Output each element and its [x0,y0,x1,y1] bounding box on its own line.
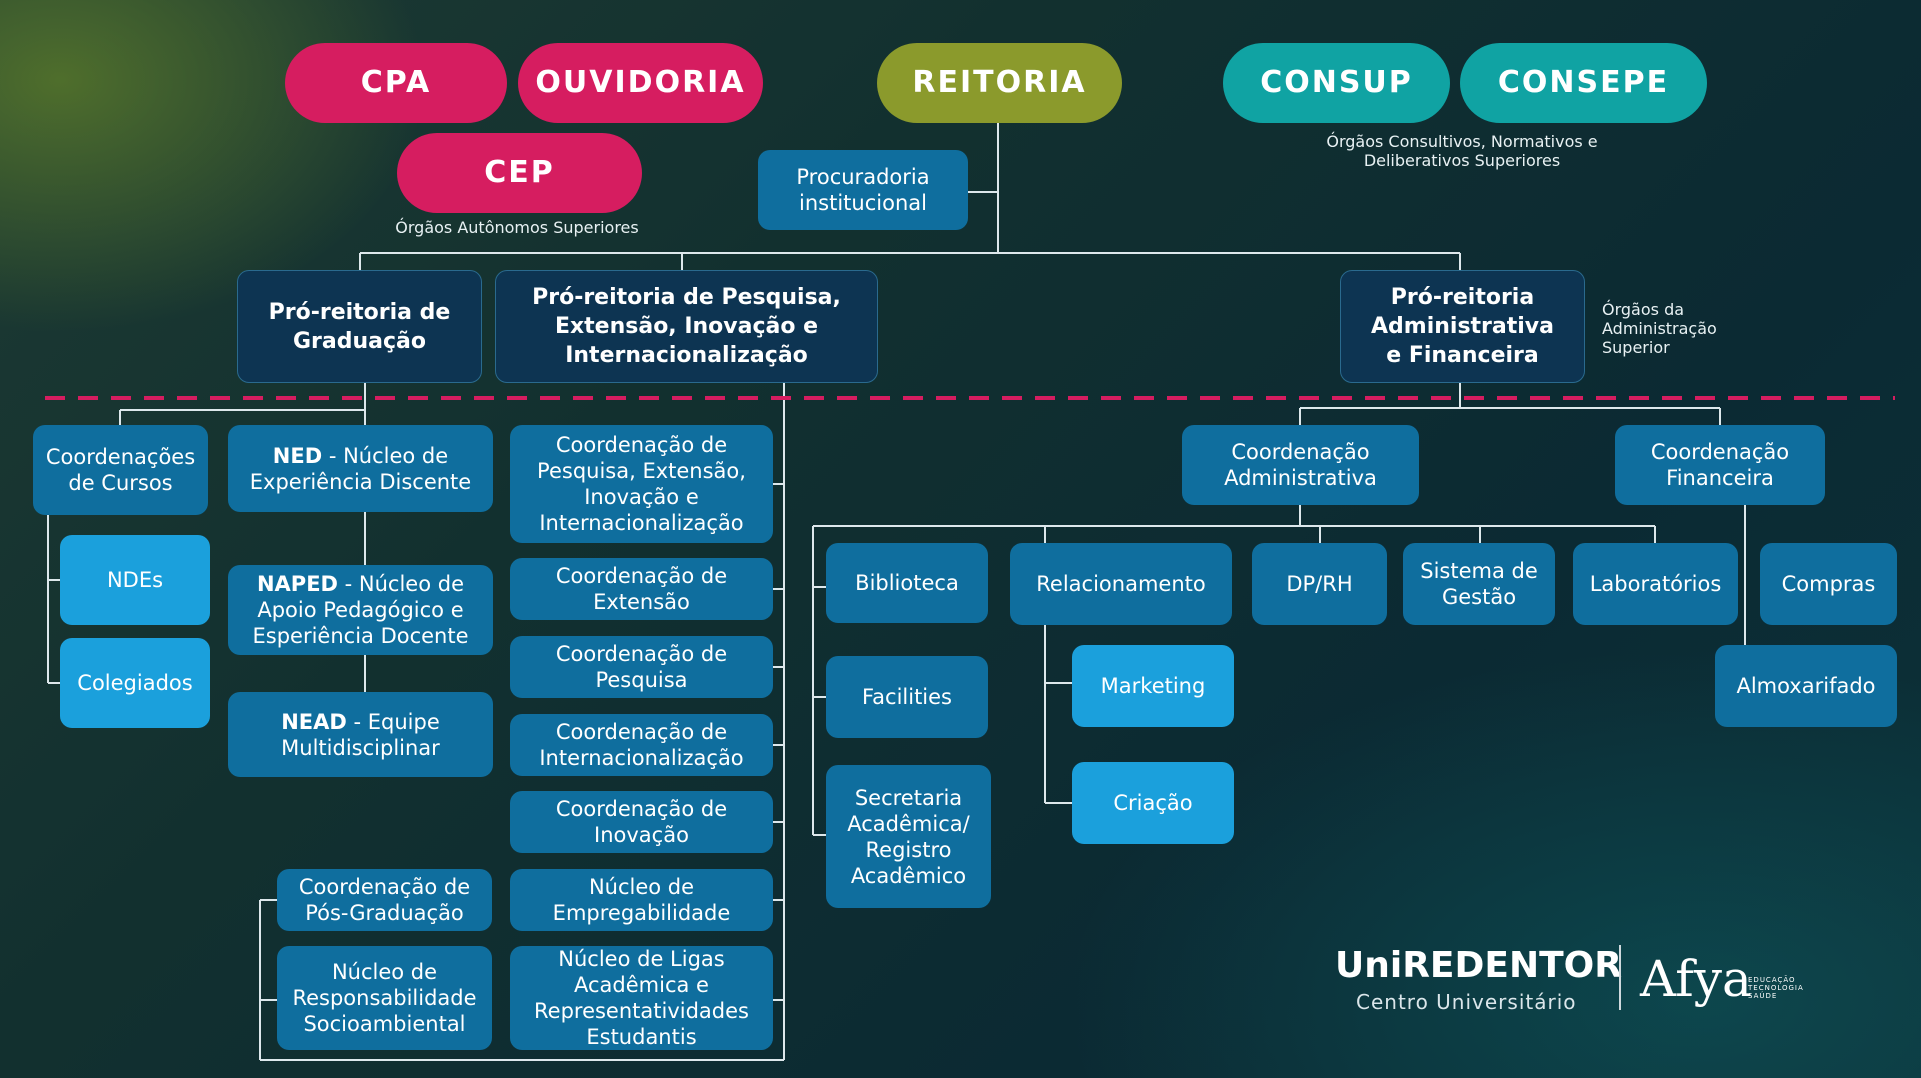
secretaria-box: Secretaria Acadêmica/ Registro Acadêmico [826,765,991,908]
proreitoria-pesquisa-box: Pró-reitoria de Pesquisa, Extensão, Inov… [495,270,878,383]
consepe-label: CONSEPE [1497,65,1670,100]
nead-description: - Equipe Multidisciplinar [281,709,440,760]
nucleo-empregabilidade-label: Núcleo de Empregabilidade [552,875,731,925]
nucleo-responsabilidade-label: Núcleo de Responsabilidade Socioambienta… [292,960,477,1036]
compras-box: Compras [1760,543,1897,625]
ned-abbr: NED [272,443,323,468]
uniredentor-subtitle: Centro Universitário [1356,990,1577,1014]
ouvidoria-box: OUVIDORIA [518,43,763,123]
coord-inovacao-box: Coordenação de Inovação [510,791,773,853]
proreitoria-administrativa-box: Pró-reitoria Administrativa e Financeira [1340,270,1585,383]
logo-separator [1619,945,1621,1010]
colegiados-box: Colegiados [60,638,210,728]
laboratorios-label: Laboratórios [1589,572,1722,596]
ned-box: NED - Núcleo de Experiência Discente [228,425,493,512]
coord-pesq-ext-label: Coordenação de Pesquisa, Extensão, Inova… [537,433,746,535]
naped-text: NAPED - Núcleo de Apoio Pedagógico e Esp… [236,571,485,649]
naped-box: NAPED - Núcleo de Apoio Pedagógico e Esp… [228,565,493,655]
consepe-box: CONSEPE [1460,43,1707,123]
sistema-gestao-label: Sistema de Gestão [1420,559,1538,609]
coord-pesq-ext-box: Coordenação de Pesquisa, Extensão, Inova… [510,425,773,543]
coordenacoes-cursos-label: Coordenações de Cursos [45,445,196,495]
coordenacoes-cursos-box: Coordenações de Cursos [33,425,208,515]
facilities-label: Facilities [862,685,952,709]
relacionamento-box: Relacionamento [1010,543,1232,625]
reitoria-box: REITORIA [877,43,1122,123]
coord-pos-box: Coordenação de Pós-Graduação [277,869,492,931]
naped-description: - Núcleo de Apoio Pedagógico e Esperiênc… [252,572,469,648]
marketing-box: Marketing [1072,645,1234,727]
biblioteca-label: Biblioteca [855,571,959,595]
secretaria-label: Secretaria Acadêmica/ Registro Acadêmico [847,785,970,888]
cep-box: CEP [397,133,642,213]
reitoria-label: REITORIA [912,65,1087,100]
nucleo-empregabilidade-box: Núcleo de Empregabilidade [510,869,773,931]
coord-extensao-box: Coordenação de Extensão [510,558,773,620]
coord-financeira-box: Coordenação Financeira [1615,425,1825,505]
procuradoria-box: Procuradoria institucional [758,150,968,230]
afya-logo: Afya [1640,950,1752,1008]
cpa-box: CPA [285,43,507,123]
nead-box: NEAD - Equipe Multidisciplinar [228,692,493,777]
criacao-box: Criação [1072,762,1234,844]
consup-label: CONSUP [1260,65,1413,100]
nucleo-ligas-box: Núcleo de Ligas Acadêmica e Representati… [510,946,773,1050]
nucleo-responsabilidade-box: Núcleo de Responsabilidade Socioambienta… [277,946,492,1050]
autonomos-note: Órgãos Autônomos Superiores [395,218,639,237]
afya-tagline: EDUCAÇÃO TECNOLOGIA SAÚDE [1748,976,1804,1000]
uniredentor-logo: UniREDENTOR [1335,945,1622,986]
compras-label: Compras [1781,572,1876,596]
cpa-label: CPA [360,65,432,100]
ned-text: NED - Núcleo de Experiência Discente [236,443,485,495]
naped-abbr: NAPED [256,572,338,596]
admin-note: Órgãos da Administração Superior [1602,300,1717,357]
ouvidoria-label: OUVIDORIA [535,65,746,100]
proreitoria-pesquisa-label: Pró-reitoria de Pesquisa, Extensão, Inov… [532,285,841,368]
coord-pesquisa-label: Coordenação de Pesquisa [555,642,728,692]
consultivos-note: Órgãos Consultivos, Normativos e Deliber… [1326,132,1598,170]
sistema-gestao-box: Sistema de Gestão [1403,543,1555,625]
coord-internacionalizacao-label: Coordenação de Internacionalização [539,720,744,770]
coord-pesquisa-box: Coordenação de Pesquisa [510,636,773,698]
almoxarifado-label: Almoxarifado [1736,674,1876,698]
dp-rh-label: DP/RH [1286,572,1353,596]
cep-label: CEP [484,155,555,190]
ned-description: - Núcleo de Experiência Discente [249,443,472,494]
dp-rh-box: DP/RH [1252,543,1387,625]
nead-text: NEAD - Equipe Multidisciplinar [236,709,485,761]
nucleo-ligas-label: Núcleo de Ligas Acadêmica e Representati… [534,947,749,1049]
coord-financeira-label: Coordenação Financeira [1650,440,1790,490]
facilities-box: Facilities [826,656,988,738]
coord-pos-label: Coordenação de Pós-Graduação [298,875,471,925]
proreitoria-administrativa-label: Pró-reitoria Administrativa e Financeira [1371,285,1554,368]
proreitoria-graduacao-box: Pró-reitoria de Graduação [237,270,482,383]
coord-internacionalizacao-box: Coordenação de Internacionalização [510,714,773,776]
coord-administrativa-label: Coordenação Administrativa [1224,440,1377,490]
relacionamento-label: Relacionamento [1036,572,1206,596]
coord-inovacao-label: Coordenação de Inovação [555,797,728,847]
laboratorios-box: Laboratórios [1573,543,1738,625]
ndes-label: NDEs [106,568,164,592]
almoxarifado-box: Almoxarifado [1715,645,1897,727]
biblioteca-box: Biblioteca [826,543,988,623]
ndes-box: NDEs [60,535,210,625]
proreitoria-graduacao-label: Pró-reitoria de Graduação [268,299,451,354]
procuradoria-label: Procuradoria institucional [796,165,930,215]
marketing-label: Marketing [1100,674,1206,698]
coord-administrativa-box: Coordenação Administrativa [1182,425,1419,505]
coord-extensao-label: Coordenação de Extensão [555,564,728,614]
nead-abbr: NEAD [281,709,347,734]
criacao-label: Criação [1113,791,1193,815]
consup-box: CONSUP [1223,43,1450,123]
colegiados-label: Colegiados [77,671,193,695]
